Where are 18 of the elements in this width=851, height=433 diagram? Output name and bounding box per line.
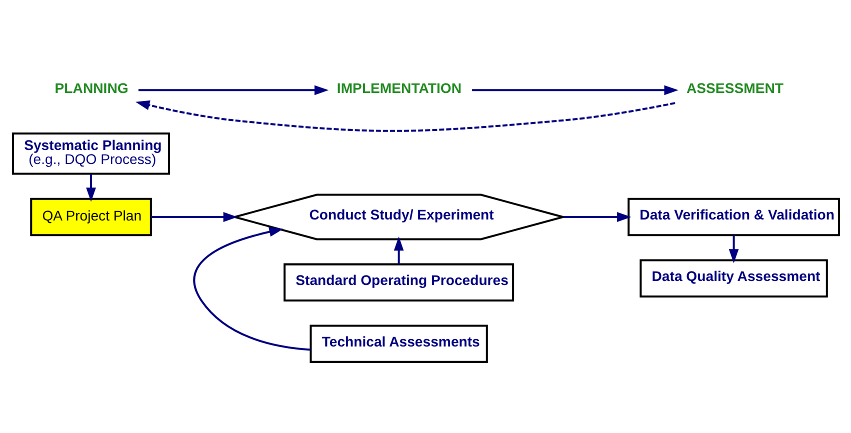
node-box: Systematic Planning (e.g., DQO Process): [12, 132, 170, 174]
node-box: Standard Operating Procedures: [283, 262, 514, 302]
arrow: [472, 84, 678, 95]
node-box: Data Quality Assessment: [639, 258, 828, 298]
arrow: [192, 226, 310, 350]
arrow: [138, 84, 328, 95]
node-text: ASSESSMENT: [686, 79, 783, 96]
node-box: Technical Assessments: [309, 324, 488, 362]
node-box: Data Verification & Validation: [627, 197, 840, 236]
arrow: [150, 212, 237, 222]
arrow: [393, 236, 404, 264]
node-text: PLANNING: [54, 79, 128, 96]
node-text: IMPLEMENTATION: [336, 79, 462, 96]
arrow: [728, 234, 738, 263]
arrow: [135, 100, 675, 132]
node-box: QA Project Plan: [30, 197, 152, 236]
arrow: [86, 174, 96, 202]
arrow: [562, 212, 631, 222]
